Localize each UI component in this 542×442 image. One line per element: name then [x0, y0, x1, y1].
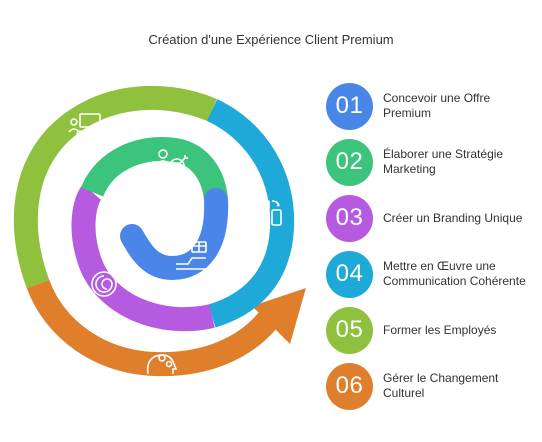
spiral-arm-03	[71, 184, 215, 332]
step-04-label: Mettre en Œuvre une Communication Cohére…	[383, 259, 526, 288]
step-01: 01 Concevoir une Offre Premium	[326, 82, 536, 130]
spiral-arm-02	[80, 137, 228, 202]
step-04-badge: 04	[326, 250, 373, 298]
head-gears-icon	[146, 354, 178, 375]
spiral-arm-04	[206, 99, 295, 328]
step-05: 05 Former les Employés	[326, 306, 536, 354]
step-04: 04 Mettre en Œuvre une Communication Coh…	[326, 250, 536, 298]
step-03-label: Créer un Branding Unique	[383, 210, 523, 225]
brand-swirl-icon	[91, 271, 117, 297]
step-06: 06 Gérer le Changement Culturel	[326, 362, 536, 410]
step-05-badge: 05	[326, 306, 373, 354]
diagram-title: Création d'une Expérience Client Premium	[148, 32, 394, 47]
step-03: 03 Créer un Branding Unique	[326, 194, 536, 242]
spiral-arm-05	[13, 85, 217, 289]
step-06-label: Gérer le Changement Culturel	[383, 371, 499, 400]
spiral-arm-06	[26, 279, 306, 377]
spiral-arm-01	[120, 188, 229, 281]
presentation-team-icon	[68, 113, 101, 145]
step-01-label: Concevoir une Offre Premium	[383, 91, 491, 120]
person-target-icon	[156, 149, 188, 174]
step-02: 02 Élaborer une Stratégie Marketing	[326, 138, 536, 186]
step-05-label: Former les Employés	[383, 322, 497, 337]
step-02-label: Élaborer une Stratégie Marketing	[383, 147, 504, 176]
step-02-badge: 02	[326, 138, 373, 186]
step-03-badge: 03	[326, 194, 373, 242]
step-01-badge: 01	[326, 82, 373, 130]
devices-sync-icon	[254, 200, 282, 227]
gift-delivery-icon	[176, 241, 207, 270]
step-06-badge: 06	[326, 362, 373, 410]
